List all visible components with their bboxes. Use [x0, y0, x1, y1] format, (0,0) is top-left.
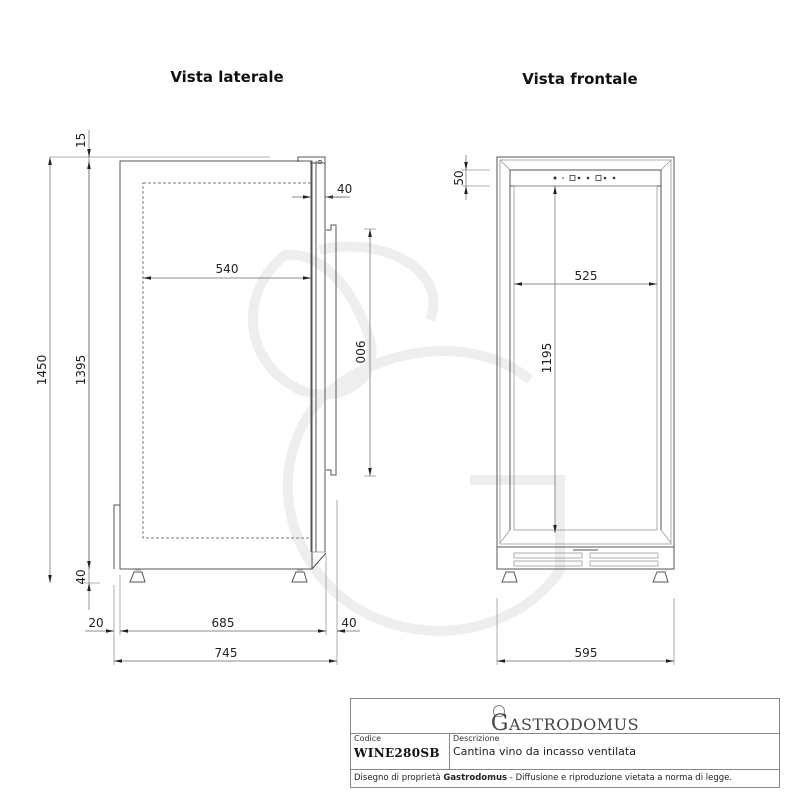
- dim-inner-height: 1195: [540, 343, 554, 374]
- dim-top-offset: 15: [74, 133, 88, 148]
- product-description: Cantina vino da incasso ventilata: [453, 745, 636, 758]
- control-panel-icons: [553, 175, 616, 181]
- dim-door-depth: 40: [337, 182, 352, 196]
- description-label: Descrizione: [453, 734, 500, 743]
- side-view-drawing: 15 1450 1395 40 40 540 900 20 685 40 745: [35, 130, 376, 665]
- brand-logo: GASTRODOMUS: [351, 699, 779, 736]
- dim-inner-depth: 540: [216, 262, 239, 276]
- dim-back-offset: 20: [88, 616, 103, 630]
- copyright-notice: Disegno di proprietà Gastrodomus - Diffu…: [354, 773, 733, 783]
- code-cell: Codice WINE280SB: [351, 733, 450, 769]
- title-block: GASTRODOMUS Codice WINE280SB Descrizione…: [350, 698, 780, 788]
- dim-body-height: 1395: [74, 355, 88, 386]
- dim-feet-height: 40: [74, 569, 88, 584]
- dim-front-offset: 40: [341, 616, 356, 630]
- chef-hat-icon: [493, 705, 505, 717]
- dim-inner-width: 525: [575, 269, 598, 283]
- dim-total-height: 1450: [35, 355, 49, 386]
- description-cell: Descrizione Cantina vino da incasso vent…: [450, 733, 779, 769]
- dim-total-depth: 745: [215, 646, 238, 660]
- brand-name: GASTRODOMUS: [490, 711, 640, 736]
- dim-body-depth: 685: [212, 616, 235, 630]
- watermark-logo: [248, 241, 565, 636]
- dim-top-band: 50: [452, 170, 466, 185]
- dim-handle-length: 900: [353, 341, 367, 364]
- code-label: Codice: [354, 734, 382, 743]
- front-view-title: Vista frontale: [522, 70, 637, 88]
- dim-total-width: 595: [575, 646, 598, 660]
- front-view-drawing: 50 525 1195 595: [452, 155, 675, 665]
- side-view-title: Vista laterale: [170, 68, 283, 86]
- product-code: WINE280SB: [354, 746, 440, 760]
